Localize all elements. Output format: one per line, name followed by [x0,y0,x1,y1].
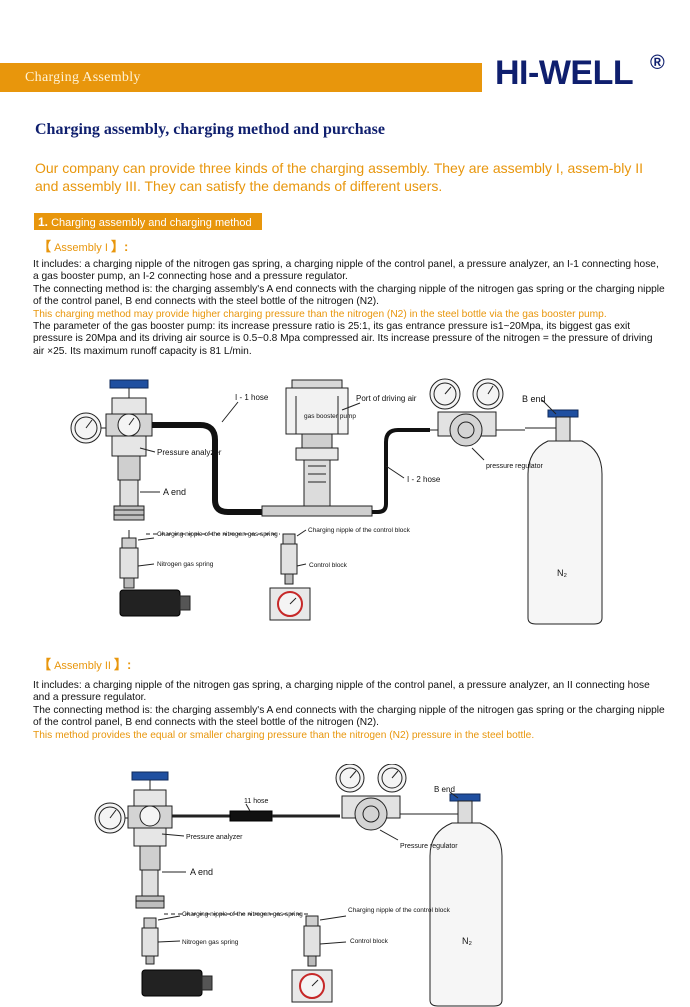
bottle-label-2: N₂ [462,936,472,946]
assembly-2-includes: It includes: a charging nipple of the ni… [33,680,650,704]
brand-logo: HI-WELL [495,54,634,92]
hose-label: 11 hose [244,798,268,805]
pressure-analyzer-label-2: Pressure analyzer [186,834,243,841]
assembly-1-diagram: I - 1 hose gas booster pump Port of driv… [70,378,603,625]
logo-background [482,52,690,98]
assembly-2-note: This method provides the equal or smalle… [33,729,535,741]
page-title: Charging assembly, charging method and p… [35,121,385,138]
section-tag: Charging Assembly [25,70,141,85]
assembly-2-diagram: 11 hose B end Pressure analyzer Pressure… [94,764,503,1007]
registered-mark: ® [650,52,665,74]
control-block-label-2: Control block [350,938,389,945]
section-number: 1. [38,215,49,229]
hose-1-label: I - 1 hose [235,393,269,402]
assembly-1-heading-text: Assembly I [54,242,108,254]
gas-spring-label-2: Nitrogen gas spring [182,939,239,946]
assembly-1-parameter: The parameter of the gas booster pump: i… [33,321,653,357]
assembly-1-includes: It includes: a charging nipple of the ni… [33,259,659,283]
gas-spring-label: Nitrogen gas spring [157,561,214,568]
regulator-label-2: Pressure regulator [400,843,458,850]
regulator-label: pressure regulator [486,463,543,470]
booster-pump-label: gas booster pump [304,413,356,420]
section-heading: 1. Charging assembly and charging method [38,215,252,229]
assembly-1-text: It includes: a charging nipple of the ni… [33,259,665,358]
b-end-label: B end [522,394,546,404]
intro-paragraph: Our company can provide three kinds of t… [35,160,643,194]
assembly-2-heading: 【 Assembly II 】: [38,657,132,672]
control-block-label: Control block [309,562,348,569]
nipple-control-label-2: Charging nipple of the control block [348,907,451,914]
a-end-label-2: A end [190,867,213,877]
assembly-1-heading: 【 Assembly I 】: [38,239,129,254]
hose-2-label: I - 2 hose [407,475,441,484]
b-end-label-2: B end [434,785,455,794]
a-end-label: A end [163,487,186,497]
nipple-control-label: Charging nipple of the control block [308,527,411,534]
nipple-spring-label-2: Charging nipple of the nitrogen gas spri… [182,911,303,918]
assembly-2-text: It includes: a charging nipple of the ni… [33,680,665,742]
assembly-1-method: The connecting method is: the charging a… [33,283,665,308]
assembly-2-heading-text: Assembly II [54,660,111,672]
assembly-1-note: This charging method may provide higher … [33,308,607,320]
bottle-label: N₂ [557,568,567,578]
section-label: Charging assembly and charging method [51,217,252,229]
nipple-spring-label: Charging nipple of the nitrogen gas spri… [157,531,278,538]
section-bar [34,213,262,230]
pressure-analyzer-label: Pressure analyzer [157,448,222,457]
assembly-2-method: The connecting method is: the charging a… [33,704,665,729]
driving-air-port-label: Port of driving air [356,394,417,403]
